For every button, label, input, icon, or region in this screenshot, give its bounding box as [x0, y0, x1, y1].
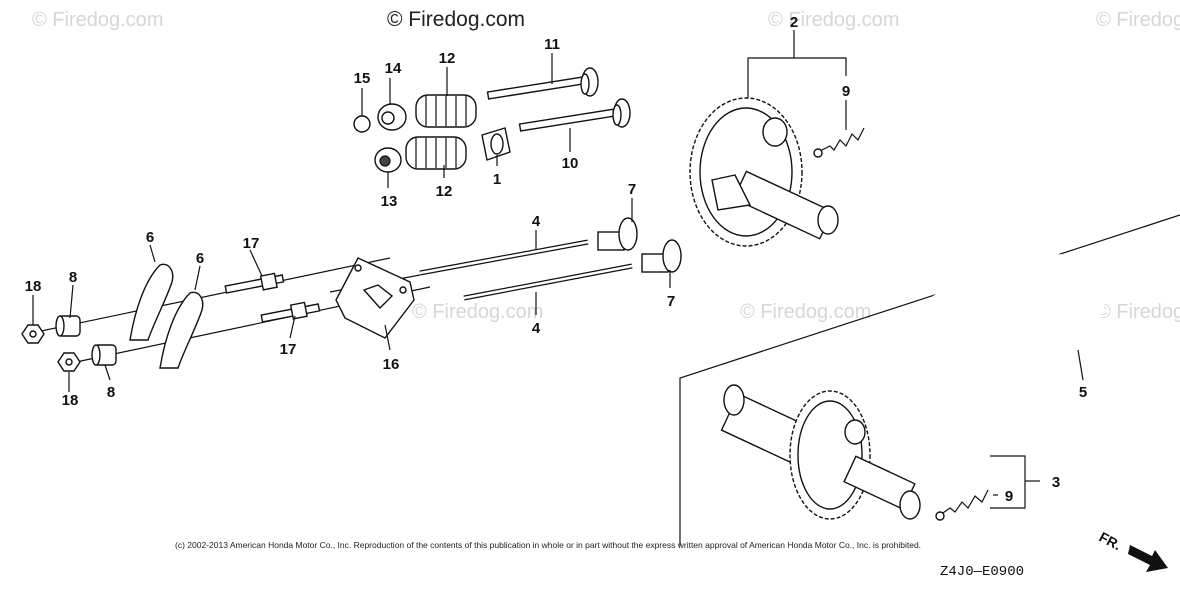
leader-lines [32, 30, 1084, 509]
watermark-main: © Firedog.com [387, 8, 525, 31]
valve-cap-15 [353, 115, 371, 133]
valve-spring-12-upper [415, 94, 477, 128]
label-part-17-lower: 17 [280, 341, 297, 358]
stem-seal-1 [481, 127, 511, 161]
label-part-3: 3 [1052, 474, 1060, 491]
spring-9-upper [813, 127, 865, 158]
label-part-16: 16 [383, 356, 400, 373]
watermark-middle: © Firedog.com [412, 301, 543, 323]
label-part-9-lower: 9 [1005, 488, 1013, 505]
label-part-18-lower: 18 [62, 392, 79, 409]
spring-9-lower [935, 489, 989, 521]
exhaust-valve-10 [518, 98, 631, 132]
label-part-7-upper: 7 [628, 181, 636, 198]
rocker-nut-18-lower [57, 352, 81, 372]
label-part-8-lower: 8 [107, 384, 115, 401]
watermark-top-right: © Firedog.com [768, 9, 899, 31]
diagram-code: Z4J0—E0900 [940, 564, 1024, 580]
label-part-9-upper: 9 [842, 83, 850, 100]
watermarks: © Firedog.com © Firedog.com © Firedog.co… [32, 8, 1180, 323]
rocker-nut-18-upper [21, 324, 45, 344]
label-part-18-upper: 18 [25, 278, 42, 295]
front-direction-arrow: FR. [1097, 529, 1168, 572]
stud-17-upper [224, 272, 285, 294]
part-labels: 1 2 3 4 4 5 6 6 7 7 8 8 9 9 10 11 12 12 … [25, 14, 1088, 505]
rocker-pivot-8-upper [55, 315, 81, 337]
timing-belt-5 [905, 254, 1107, 429]
label-part-2: 2 [790, 14, 798, 31]
spring-retainer-14 [377, 103, 407, 131]
pushrod-4-lower [463, 263, 633, 301]
label-part-17-upper: 17 [243, 235, 260, 252]
label-part-12-lower: 12 [436, 183, 453, 200]
label-part-8-upper: 8 [69, 269, 77, 286]
label-part-7-lower: 7 [667, 293, 675, 310]
rocker-pivot-8-lower [91, 344, 117, 366]
label-part-1: 1 [493, 171, 501, 188]
pushrod-guide-plate-16 [335, 257, 415, 339]
label-part-11: 11 [544, 36, 560, 53]
front-label: FR. [1097, 529, 1124, 554]
label-part-13: 13 [381, 193, 398, 210]
camshaft-assembly-2 [689, 97, 839, 247]
watermark-top-far-right: © Firedog.com [1096, 9, 1180, 31]
label-part-6-left: 6 [146, 229, 154, 246]
label-part-14: 14 [385, 60, 402, 77]
axis-line-upper [21, 257, 391, 336]
tappet-7-upper [597, 217, 638, 251]
label-part-4-upper: 4 [532, 213, 541, 230]
stud-17-lower [260, 301, 321, 323]
rocker-arm-6-left [129, 263, 174, 341]
valve-spring-12-lower [405, 136, 467, 170]
label-part-15: 15 [354, 70, 371, 87]
pushrod-4-upper [419, 239, 589, 276]
rocker-arm-6-right [159, 291, 204, 369]
intake-valve-11 [486, 67, 599, 100]
label-part-10: 10 [562, 155, 579, 172]
front-arrow-icon [1128, 545, 1168, 572]
label-part-12-upper: 12 [439, 50, 456, 67]
watermark-right-edge: © Firedog.com [1096, 301, 1180, 323]
watermark-top-left: © Firedog.com [32, 9, 163, 31]
tappet-7-lower [641, 239, 682, 273]
label-part-4-lower: 4 [532, 320, 541, 337]
copyright-notice: (c) 2002-2013 American Honda Motor Co., … [175, 540, 921, 550]
watermark-middle-right: © Firedog.com [740, 301, 871, 323]
spring-retainer-13 [374, 147, 402, 173]
label-part-6-right: 6 [196, 250, 204, 267]
camshaft-assembly-3 [720, 384, 921, 520]
label-part-5: 5 [1079, 384, 1087, 401]
